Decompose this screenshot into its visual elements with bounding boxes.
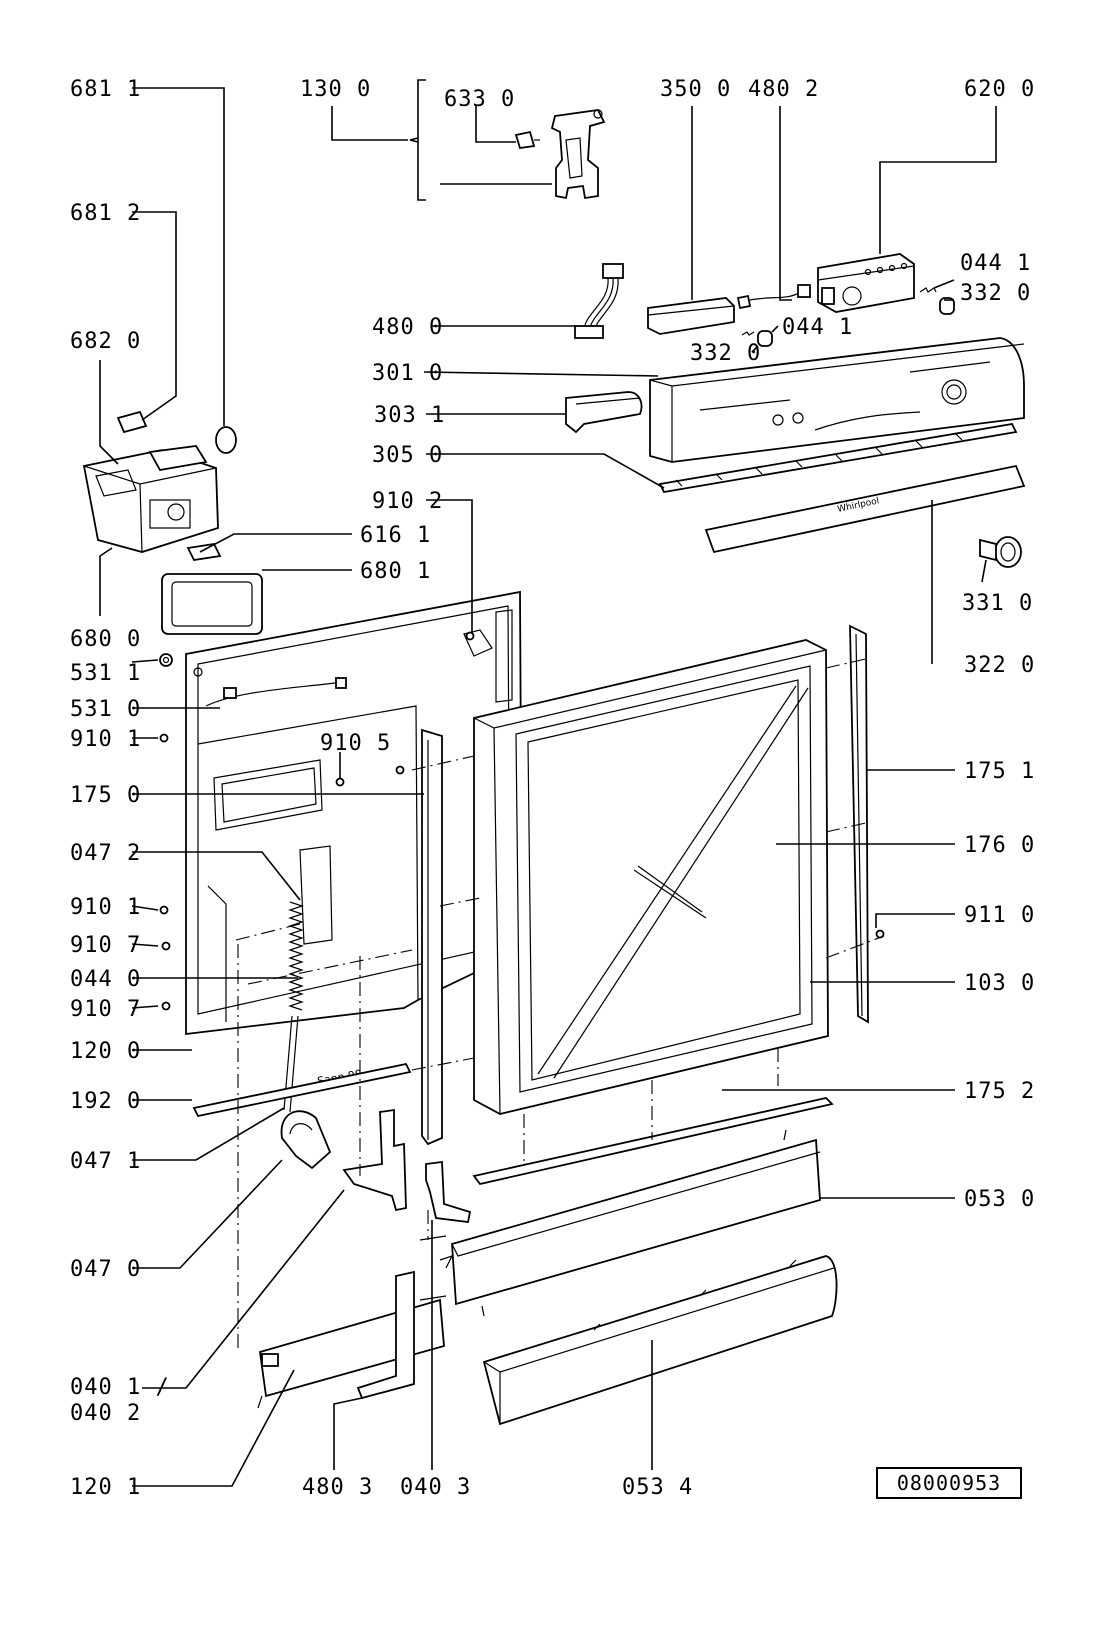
callout-531-0: 531 0 — [70, 697, 141, 722]
callout-120-0: 120 0 — [70, 1039, 141, 1064]
callout-680-0: 680 0 — [70, 627, 141, 652]
hinge-bracket-047-0 — [280, 1110, 332, 1170]
callout-175-1: 175 1 — [964, 759, 1035, 784]
handle-trim-303-1 — [565, 391, 643, 434]
callout-681-1: 681 1 — [70, 77, 141, 102]
callout-531-1: 531 1 — [70, 661, 141, 686]
callout-130-0: 130 0 — [300, 77, 371, 102]
control-board-620-0 — [817, 253, 915, 313]
side-strip-175-0 — [421, 728, 443, 1146]
drawing-code-box: 08000953 — [876, 1467, 1022, 1499]
callout-192-0: 192 0 — [70, 1089, 141, 1114]
callout-047-1: 047 1 — [70, 1149, 141, 1174]
callout-616-1: 616 1 — [360, 523, 431, 548]
callout-053-0: 053 0 — [964, 1187, 1035, 1212]
callout-175-2: 175 2 — [964, 1079, 1035, 1104]
callout-322-0: 322 0 — [964, 653, 1035, 678]
callout-910-1-b: 910 1 — [70, 895, 141, 920]
lower-rail-192-0 — [192, 1062, 412, 1118]
callout-480-3: 480 3 — [302, 1475, 373, 1500]
detergent-dispenser — [82, 410, 237, 553]
electronic-module-350-0 — [647, 284, 811, 335]
callout-682-0: 682 0 — [70, 329, 141, 354]
callout-681-2: 681 2 — [70, 201, 141, 226]
bracket-040-1 — [342, 1108, 407, 1212]
callout-176-0: 176 0 — [964, 833, 1035, 858]
callout-303-1: 303 1 — [374, 403, 445, 428]
fascia-plate-322-0: Whirlpool — [704, 464, 1026, 554]
drawing-code: 08000953 — [896, 1471, 1002, 1495]
callout-331-0: 331 0 — [962, 591, 1033, 616]
small-part-616-1 — [186, 543, 222, 561]
lower-rail-175-2 — [472, 1097, 834, 1186]
trim-strip-305-0 — [658, 423, 1018, 493]
callout-044-1-top: 044 1 — [960, 251, 1031, 276]
callout-044-1-mid: 044 1 — [782, 315, 853, 340]
bracket-040-3 — [425, 1160, 472, 1223]
callout-910-2: 910 2 — [372, 489, 443, 514]
callout-480-2: 480 2 — [748, 77, 819, 102]
callout-350-0: 350 0 — [660, 77, 731, 102]
callout-120-1: 120 1 — [70, 1475, 141, 1500]
bottom-bracket-120-1 — [257, 1298, 445, 1409]
callout-332-0-top: 332 0 — [960, 281, 1031, 306]
callout-633-0: 633 0 — [444, 87, 515, 112]
screws — [159, 631, 885, 1011]
callout-labels: 681 1 130 0 633 0 350 0 480 2 620 0 681 … — [70, 77, 1035, 1500]
inner-door-panel-120-0 — [185, 590, 523, 1036]
callout-103-0: 103 0 — [964, 971, 1035, 996]
outer-door-103-0 — [473, 639, 829, 1115]
callout-305-0: 305 0 — [372, 443, 443, 468]
callout-040-1-040-2: 040 1 / — [70, 1375, 170, 1400]
callout-910-5: 910 5 — [320, 731, 391, 756]
callout-910-7-b: 910 7 — [70, 997, 141, 1022]
callout-047-2: 047 2 — [70, 841, 141, 866]
dispenser-gasket-680-1 — [161, 573, 263, 635]
callout-044-0: 044 0 — [70, 967, 141, 992]
callout-680-1: 680 1 — [360, 559, 431, 584]
kick-plate-053-0 — [451, 1129, 821, 1317]
kick-panel-053-4 — [482, 1255, 838, 1426]
callout-911-0: 911 0 — [964, 903, 1035, 928]
callout-910-7-a: 910 7 — [70, 933, 141, 958]
callout-175-0: 175 0 — [70, 783, 141, 808]
callout-301-0: 301 0 — [372, 361, 443, 386]
callout-040-3: 040 3 — [400, 1475, 471, 1500]
callout-040-2: 040 2 — [70, 1401, 141, 1426]
callout-620-0: 620 0 — [964, 77, 1035, 102]
callout-047-0: 047 0 — [70, 1257, 141, 1282]
knob-331-0 — [979, 536, 1022, 568]
callout-480-0: 480 0 — [372, 315, 443, 340]
callout-332-0-mid: 332 0 — [690, 341, 761, 366]
wiring-harness-480-0 — [574, 263, 624, 339]
callout-910-1-a: 910 1 — [70, 727, 141, 752]
leader-lines — [99, 79, 997, 1487]
part-drawings: Whirlpool — [82, 109, 1026, 1426]
door-latch-assembly — [514, 109, 606, 200]
assembly-axis-lines — [235, 657, 885, 1350]
knob-spring-and-cap — [741, 287, 955, 347]
control-panel-fascia-301-0 — [649, 337, 1025, 463]
callout-053-4: 053 4 — [622, 1475, 693, 1500]
